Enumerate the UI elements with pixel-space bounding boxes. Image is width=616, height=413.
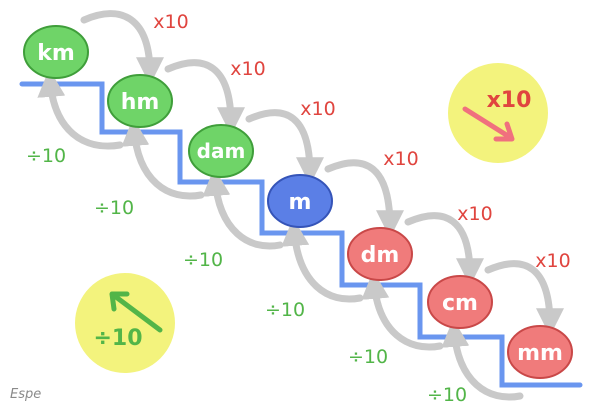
multiply-label: x10 — [383, 148, 418, 170]
multiply-label: x10 — [457, 203, 492, 225]
unit-oval — [347, 227, 413, 281]
unit-oval — [427, 275, 493, 329]
divide-arrow — [361, 270, 444, 351]
unit-mm: mm — [507, 325, 573, 379]
divide-arrow — [121, 117, 205, 200]
arrow-up-left-icon — [109, 291, 163, 333]
multiply-badge: x10 — [448, 63, 548, 163]
divide-arrow — [281, 217, 364, 303]
multiply-label: x10 — [153, 11, 188, 33]
unit-oval — [507, 325, 573, 379]
unit-oval — [23, 25, 89, 79]
divide-arrow — [37, 68, 124, 150]
unit-dam: dam — [188, 124, 254, 178]
divide-arrow — [441, 318, 524, 401]
unit-oval — [107, 74, 173, 128]
unit-label: hm — [121, 90, 160, 115]
unit-oval — [188, 124, 254, 178]
divide-label: ÷10 — [26, 145, 66, 167]
unit-dm: dm — [347, 227, 413, 281]
multiply-arrow — [324, 159, 404, 239]
multiply-label: x10 — [230, 58, 265, 80]
divide-label: ÷10 — [183, 249, 223, 271]
multiply-badge-label: x10 — [487, 88, 532, 113]
multiply-label: x10 — [300, 98, 335, 120]
multiply-arrow — [404, 212, 484, 287]
multiply-arrow — [80, 10, 164, 86]
unit-label: mm — [517, 341, 563, 366]
signature: Espe — [10, 387, 41, 402]
divide-label: ÷10 — [265, 299, 305, 321]
divide-badge-label: ÷10 — [93, 326, 142, 351]
unit-label: cm — [442, 291, 478, 316]
unit-hm: hm — [107, 74, 173, 128]
arrow-down-right-icon — [462, 106, 515, 142]
unit-cm: cm — [427, 275, 493, 329]
divide-label: ÷10 — [348, 346, 388, 368]
unit-oval — [267, 174, 333, 228]
divide-badge: ÷10 — [75, 273, 175, 373]
multiply-arrow — [245, 109, 324, 186]
divide-label: ÷10 — [94, 197, 134, 219]
multiply-label: x10 — [535, 250, 570, 272]
unit-label: dm — [361, 243, 400, 268]
unit-label: dam — [197, 139, 246, 163]
unit-km: km — [23, 25, 89, 79]
unit-m: m — [267, 174, 333, 228]
divide-label: ÷10 — [427, 384, 467, 406]
multiply-arrow — [484, 260, 564, 337]
divide-arrow — [202, 167, 284, 250]
multiply-arrow — [164, 59, 245, 136]
unit-label: m — [289, 190, 312, 215]
unit-label: km — [37, 41, 75, 66]
